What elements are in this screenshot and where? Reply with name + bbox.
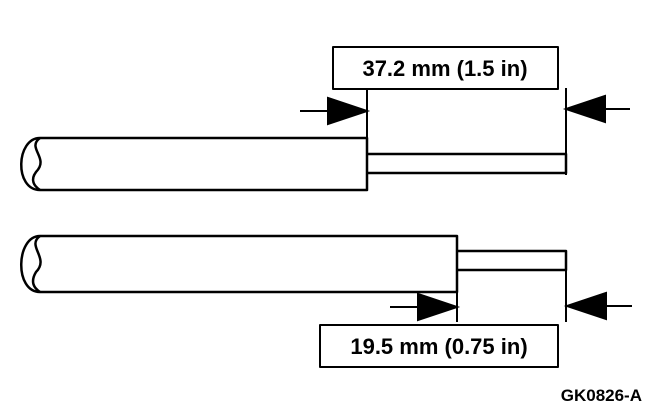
bottom-dimension-label: 19.5 mm (0.75 in) bbox=[350, 334, 527, 359]
top-dimension-box bbox=[332, 46, 559, 90]
bottom-dim-arrow-right bbox=[563, 291, 632, 321]
bottom-wire-break-end bbox=[20, 234, 42, 294]
top-dim-arrow-left bbox=[300, 96, 371, 126]
top-dim-arrow-right bbox=[562, 94, 630, 124]
top-wire bbox=[20, 136, 568, 192]
top-dimension-label: 37.2 mm (1.5 in) bbox=[362, 56, 527, 81]
bottom-dim-arrow-left bbox=[390, 292, 461, 322]
top-wire-break-end bbox=[20, 136, 42, 192]
figure-code: GK0826-A bbox=[561, 386, 642, 405]
bottom-wire bbox=[20, 234, 568, 294]
top-wire-conductor bbox=[367, 152, 568, 175]
bottom-wire-insulation bbox=[40, 234, 459, 294]
top-wire-insulation bbox=[40, 136, 369, 192]
bottom-wire-conductor bbox=[457, 249, 568, 272]
bottom-dimension-box bbox=[319, 324, 559, 368]
